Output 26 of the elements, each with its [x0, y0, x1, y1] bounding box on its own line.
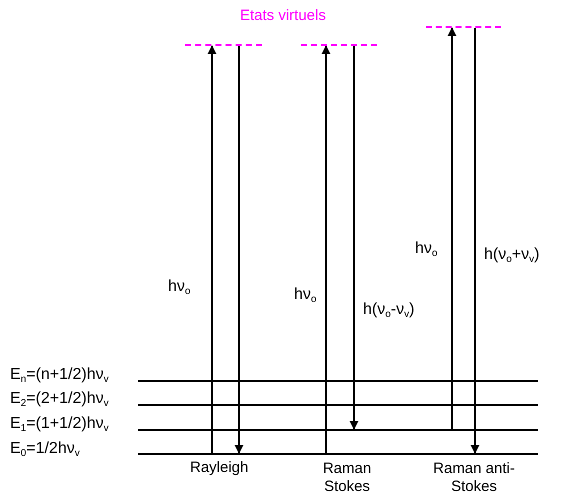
energy-level-line — [138, 404, 538, 406]
energy-level-label: E$_{n}$=(n+1/2)hν$_{v}$ — [10, 366, 109, 384]
edge-label: h(ν$_{o}$-ν$_{v}$) — [363, 301, 414, 319]
energy-level-line — [138, 380, 538, 382]
energy-level-label: E$_{2}$=(2+1/2)hν$_{v}$ — [10, 390, 109, 408]
edge-label: hν$_{o}$ — [415, 240, 438, 258]
arrow — [322, 45, 330, 453]
virtual-state-line — [301, 44, 377, 46]
virtual-state-line — [185, 44, 262, 46]
arrow — [208, 45, 216, 453]
energy-level-label: E$_{0}$=1/2hν$_{v}$ — [10, 440, 80, 458]
arrow — [448, 27, 456, 429]
arrow — [470, 28, 480, 454]
virtual-state-line — [426, 26, 501, 28]
energy-level-line — [138, 429, 538, 431]
scattering-type-label: Rayleigh — [190, 460, 248, 476]
scattering-type-label: Raman Stokes — [322, 460, 372, 496]
edge-label: h(ν$_{o}$+ν$_{v}$) — [484, 246, 540, 264]
scattering-type-label: Raman anti-Stokes — [432, 460, 516, 496]
arrow — [234, 46, 244, 454]
edge-label: hν$_{o}$ — [294, 286, 316, 304]
edge-label: hν$_{o}$ — [168, 278, 190, 296]
energy-level-label: E$_{1}$=(1+1/2)hν$_{v}$ — [10, 415, 109, 433]
heading: Etats virtuels — [240, 8, 326, 24]
arrow — [350, 46, 358, 430]
energy-level-line — [138, 453, 538, 455]
